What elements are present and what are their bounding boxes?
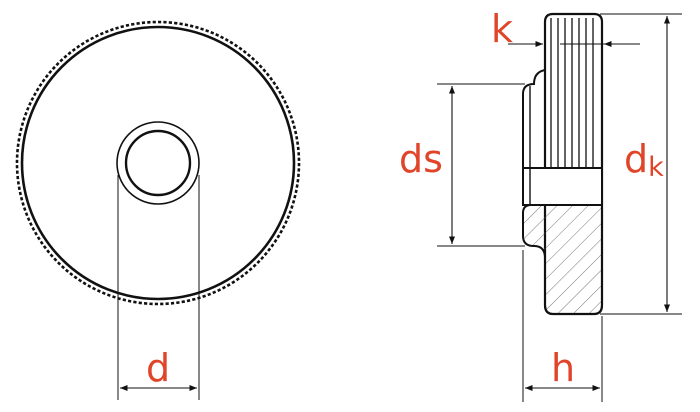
dk-label-sub: k bbox=[648, 152, 664, 183]
ds-label: ds bbox=[399, 137, 443, 181]
shoulder-upper bbox=[522, 69, 546, 169]
k-label: k bbox=[491, 7, 513, 51]
bore-hole bbox=[124, 129, 192, 197]
dk-label-main: d bbox=[624, 137, 648, 181]
knurl-lines bbox=[550, 18, 594, 168]
front-view: d bbox=[15, 20, 301, 400]
knurl-edge bbox=[20, 25, 296, 301]
d-label: d bbox=[146, 346, 170, 390]
bore-band bbox=[522, 167, 603, 206]
section-hatch bbox=[522, 204, 603, 315]
dk-label: dk bbox=[624, 137, 664, 183]
knurl-edge-outer bbox=[15, 20, 301, 306]
h-label: h bbox=[551, 346, 575, 390]
shoulder-ring bbox=[116, 121, 200, 205]
side-view: k ds dk h bbox=[399, 7, 682, 402]
